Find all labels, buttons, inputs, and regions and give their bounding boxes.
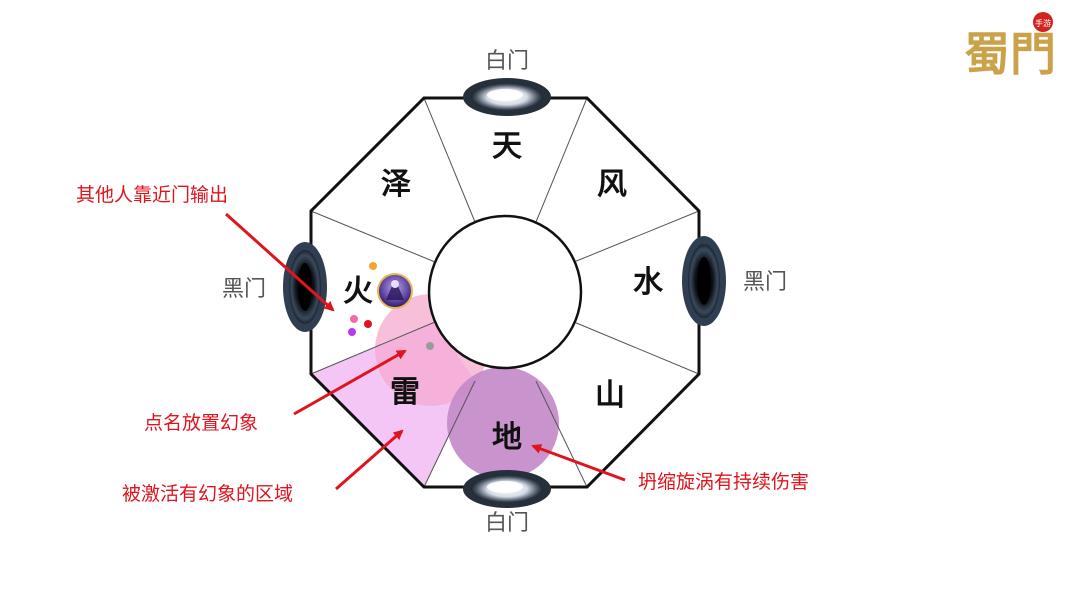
- gate-label-top: 白门: [485, 49, 529, 74]
- player-markers: [348, 262, 434, 350]
- black-gate-right-portal: [682, 236, 726, 326]
- annotation-named-illusion: 点名放置幻象: [144, 412, 258, 434]
- sector-label-tian: 天: [492, 129, 522, 164]
- arrow-others-near-gate: [224, 212, 335, 312]
- center-circle: [427, 214, 583, 370]
- logo-badge: [1033, 12, 1053, 32]
- player-dot: [369, 262, 377, 270]
- sector-label-lei: 雷: [390, 375, 420, 410]
- player-dot: [350, 315, 358, 323]
- sector-label-shui: 水: [633, 265, 664, 300]
- annotation-collapse-vortex: 坍缩旋涡有持续伤害: [638, 471, 809, 493]
- white-gate-top-portal: [463, 78, 551, 116]
- logo-main-text: 蜀門: [964, 27, 1056, 81]
- vortex-circle: [447, 367, 559, 479]
- sector-label-di: 地: [492, 420, 522, 455]
- arrow-collapse-vortex: [531, 444, 626, 482]
- sector-dividers: [310, 97, 700, 488]
- gate-label-right: 黑门: [743, 270, 787, 295]
- arrow-named-illusion: [293, 349, 407, 416]
- annotation-activated-area: 被激活有幻象的区域: [122, 483, 293, 505]
- gate-label-left: 黑门: [222, 277, 266, 302]
- boss-avatar: [377, 273, 413, 309]
- black-gate-left-portal: [283, 242, 327, 332]
- sector-label-shan: 山: [595, 378, 625, 413]
- player-dot: [348, 328, 356, 336]
- sector-label-ze: 泽: [381, 167, 411, 202]
- arrow-activated-area: [335, 429, 404, 491]
- game-logo: 蜀門 手游: [964, 12, 1056, 81]
- gate-label-bottom: 白门: [485, 511, 529, 536]
- white-gate-bottom-portal: [463, 470, 551, 508]
- player-dot: [364, 320, 372, 328]
- sector-label-feng: 风: [597, 167, 627, 202]
- logo-badge-text: 手游: [1035, 18, 1051, 28]
- annotation-others-near-gate: 其他人靠近门输出: [76, 184, 228, 206]
- sector-label-huo: 火: [343, 274, 373, 309]
- player-dot: [426, 342, 434, 350]
